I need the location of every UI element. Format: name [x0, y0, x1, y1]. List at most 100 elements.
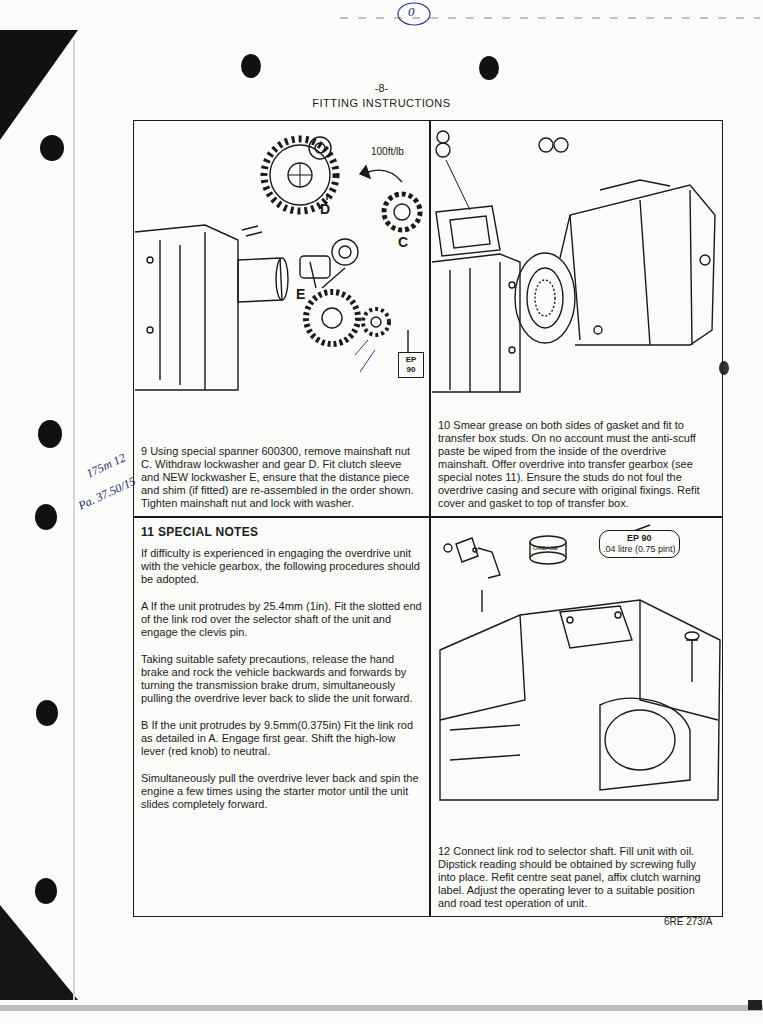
ellipse-drawing: [38, 420, 62, 448]
panel-text: Taking suitable safety precautions, rele…: [141, 653, 422, 705]
ellipse-drawing: [479, 56, 499, 80]
oil-tag: EP 90: [398, 352, 424, 378]
panel-text: 10 Smear grease on both sides of gasket …: [438, 419, 715, 510]
circle-drawing: [332, 239, 358, 265]
line-drawing: [340, 18, 760, 19]
handwritten-mark: 0: [408, 4, 415, 20]
circle-drawing: [339, 246, 351, 258]
path-drawing: [440, 600, 718, 720]
ellipse-drawing: [685, 632, 699, 640]
g-drawing: [432, 131, 715, 392]
circle-drawing: [306, 292, 358, 344]
line-drawing: [446, 160, 470, 210]
ellipse-drawing: [36, 700, 58, 726]
path-drawing: [355, 340, 375, 372]
panel-text: B If the unit protrudes by 9.5mm(0.375in…: [141, 719, 422, 758]
circle-drawing: [264, 139, 336, 211]
g-drawing: [440, 525, 720, 800]
path-drawing: [135, 225, 238, 390]
path-drawing: [560, 185, 715, 345]
polygon-drawing: [0, 30, 78, 140]
circle-drawing: [554, 138, 568, 152]
torque-value: 100ft/lb: [371, 146, 404, 157]
ellipse-drawing: [719, 361, 729, 375]
ellipse-drawing: [35, 878, 57, 904]
circle-drawing: [270, 145, 330, 205]
panel-text: 11 SPECIAL NOTES: [141, 526, 422, 539]
panel-text: If difficulty is experienced in engaging…: [141, 547, 422, 586]
path-drawing: [450, 725, 520, 760]
step-panel: 10 Smear grease on both sides of gasket …: [430, 120, 723, 517]
g-drawing: [135, 137, 420, 390]
path-drawing: [432, 254, 520, 392]
part-letter: E: [296, 286, 305, 302]
text-column: 10 Smear grease on both sides of gasket …: [438, 419, 715, 510]
circle-drawing: [700, 255, 710, 265]
text-column: 11 SPECIAL NOTES If difficulty is experie…: [141, 526, 422, 811]
ellipse-drawing: [530, 552, 566, 564]
circle-drawing: [288, 163, 312, 187]
circle-drawing: [437, 131, 449, 143]
ellipse-drawing: [276, 258, 288, 300]
page-number: -8-: [0, 82, 763, 94]
polygon-drawing: [360, 166, 370, 178]
path-drawing: [570, 190, 692, 345]
path-drawing: [481, 590, 482, 612]
path-drawing: [288, 163, 312, 187]
ellipse-drawing: [40, 135, 64, 161]
ellipse-drawing: [398, 3, 430, 25]
path-drawing: [242, 226, 262, 236]
rect-drawing: [300, 256, 330, 278]
ellipse-drawing: [515, 253, 575, 343]
circle-drawing: [322, 308, 342, 328]
panel-text: 12 Connect link rod to selector shaft. F…: [438, 845, 715, 910]
document-code: 6RE 273/A: [664, 916, 712, 927]
path-drawing: [160, 232, 205, 390]
polygon-drawing: [0, 905, 78, 1000]
path-drawing: [600, 698, 690, 790]
panel-text: A If the unit protrudes by 25.4mm (1in).…: [141, 600, 422, 639]
ellipse-drawing: [535, 280, 555, 316]
ellipse-drawing: [527, 268, 563, 328]
circle-drawing: [509, 347, 515, 353]
circle-drawing: [384, 194, 420, 230]
line-drawing: [73, 40, 75, 1000]
tin-label: GREASE: [533, 545, 558, 551]
oil-tag: EP 90.04 litre (0.75 pint): [599, 530, 680, 558]
notes-panel: 11 SPECIAL NOTES If difficulty is experie…: [133, 517, 430, 917]
ellipse-drawing: [605, 710, 675, 770]
part-letter: C: [398, 234, 408, 250]
circle-drawing: [371, 317, 381, 327]
circle-drawing: [615, 612, 621, 618]
panel-text: .04 litre (0.75 pint): [603, 544, 676, 555]
path-drawing: [440, 600, 720, 800]
page-title: FITTING INSTRUCTIONS: [0, 97, 763, 109]
path-drawing: [686, 640, 698, 682]
circle-drawing: [309, 137, 331, 159]
handwritten-note: Pa. 37.50/15: [76, 474, 138, 514]
rect-drawing: [0, 1005, 763, 1011]
circle-drawing: [567, 617, 573, 623]
circle-drawing: [509, 282, 515, 288]
circle-drawing: [147, 257, 153, 263]
circle-drawing: [473, 548, 477, 552]
text-column: 12 Connect link rod to selector shaft. F…: [438, 845, 715, 910]
path-drawing: [368, 170, 402, 182]
panel-text: 9 Using special spanner 600300, remove m…: [141, 445, 422, 510]
panel-text: Simultaneously pull the overdrive lever …: [141, 772, 422, 811]
ellipse-drawing: [35, 504, 57, 530]
path-drawing: [407, 330, 408, 352]
part-letter: D: [320, 201, 330, 217]
handwritten-note: 175m 12: [84, 450, 128, 481]
path-drawing: [310, 195, 345, 288]
step-panel: 12 Connect link rod to selector shaft. F…: [430, 517, 723, 917]
path-drawing: [450, 216, 490, 248]
panel-text: EP 90: [402, 355, 420, 375]
path-drawing: [560, 606, 632, 648]
circle-drawing: [436, 143, 450, 157]
path-drawing: [436, 206, 500, 256]
path-drawing: [478, 548, 500, 578]
circle-drawing: [363, 309, 389, 335]
g-drawing: [355, 340, 375, 372]
ellipse-drawing: [241, 54, 261, 78]
